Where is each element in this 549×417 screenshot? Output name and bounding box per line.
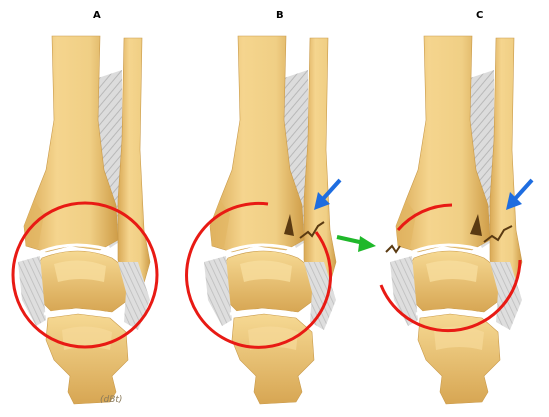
panel-label-a: A xyxy=(93,10,101,21)
fracture-arrow-b xyxy=(314,178,342,210)
stability-ring-a xyxy=(11,201,159,349)
fibula-fracture-line-b xyxy=(299,221,325,239)
fracture-arrow-c xyxy=(506,178,534,210)
ankle-bones-b xyxy=(202,34,338,406)
panel-c-unstable-fracture xyxy=(379,34,534,406)
fibula-fracture-line-c xyxy=(483,225,513,243)
medial-injury-arrow xyxy=(336,235,376,252)
stability-ring-c-upper xyxy=(396,203,453,231)
stability-ring-b xyxy=(185,201,332,349)
panel-label-b: B xyxy=(276,10,284,21)
panel-label-c: C xyxy=(476,10,483,21)
medial-malleolus-fracture-c xyxy=(385,244,401,254)
fracture-gap-c xyxy=(470,214,482,236)
panel-b-stable-fracture xyxy=(185,34,342,406)
panel-a-intact-ankle: (dBt) xyxy=(11,34,159,406)
fracture-gap-b xyxy=(284,214,294,236)
stability-ring-c-lower xyxy=(379,259,522,333)
illustrator-signature: (dBt) xyxy=(100,395,122,405)
